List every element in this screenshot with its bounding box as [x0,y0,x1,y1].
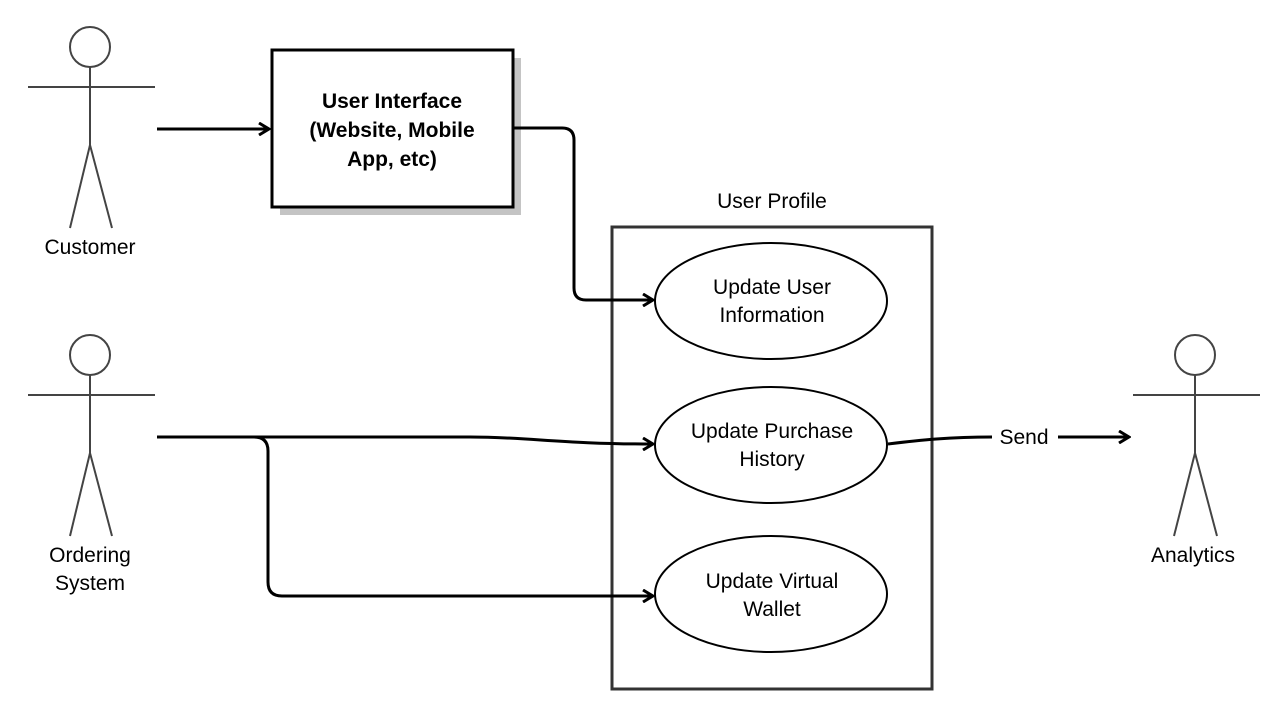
edge-label-send: Send [999,426,1048,449]
system-boundary-title: User Profile [717,190,827,213]
use-case-update-user-information-line2: Information [719,304,824,327]
user-interface-box-label-line2: (Website, Mobile [309,119,474,142]
actor-analytics[interactable]: Analytics [1133,334,1260,567]
use-case-update-virtual-wallet-line2: Wallet [743,598,801,621]
use-case-update-user-information-line1: Update User [713,276,831,299]
user-interface-box-label-line3: App, etc) [347,148,437,171]
actor-ordering-system[interactable]: Ordering System [28,334,155,595]
use-case-update-purchase-history[interactable]: Update Purchase History [654,386,888,504]
actor-analytics-label: Analytics [1151,544,1235,567]
actor-ordering-system-label-line1: Ordering [49,544,131,567]
edge-interface-to-update-user-info [513,126,652,300]
system-boundary-user-profile: User Profile [610,190,934,691]
actor-ordering-system-label-line2: System [55,572,125,595]
user-interface-box[interactable]: User Interface (Website, Mobile App, etc… [270,48,521,215]
actor-customer[interactable]: Customer [28,26,155,259]
edge-ordering-to-virtual-wallet [157,435,652,596]
use-case-update-purchase-history-line2: History [739,448,805,471]
use-case-update-virtual-wallet[interactable]: Update Virtual Wallet [654,535,888,653]
user-interface-box-label-line1: User Interface [322,90,462,113]
use-case-update-user-information[interactable]: Update User Information [654,242,888,360]
edge-ordering-to-purchase-history [157,435,652,444]
use-case-update-virtual-wallet-line1: Update Virtual [706,570,839,593]
edge-purchase-history-to-analytics: Send [887,426,1128,449]
actor-customer-label: Customer [44,236,135,259]
use-case-update-purchase-history-line1: Update Purchase [691,420,853,443]
